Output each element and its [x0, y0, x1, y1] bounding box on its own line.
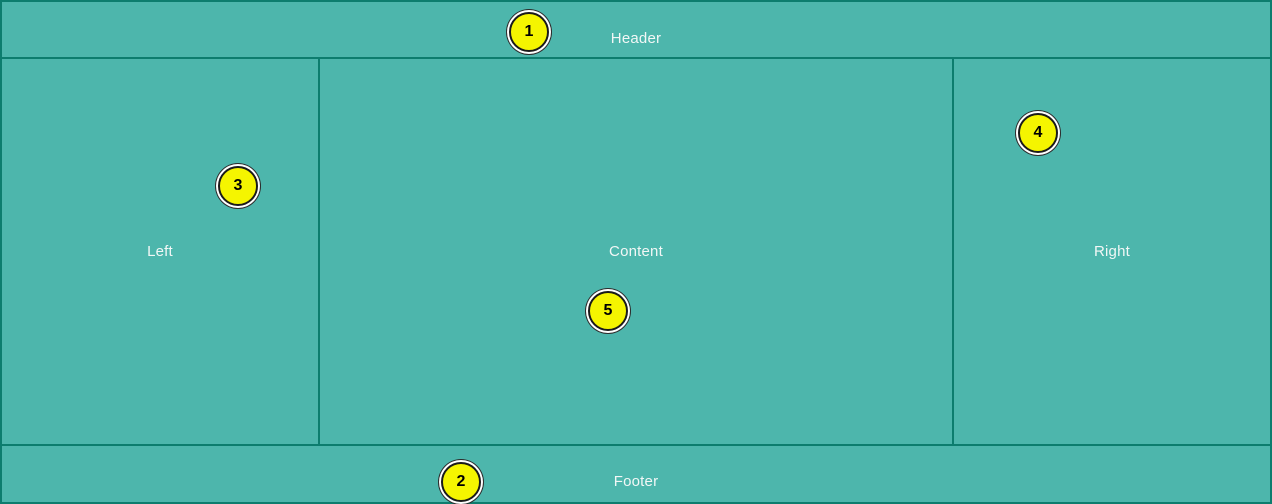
region-footer-label: Footer: [613, 472, 659, 490]
region-right-label: Right: [1093, 243, 1131, 260]
region-header[interactable]: Header: [0, 0, 1272, 59]
marker-badge-3[interactable]: 3: [218, 166, 258, 206]
region-content-label: Content: [609, 243, 663, 260]
region-content[interactable]: Content: [318, 57, 954, 446]
marker-badge-1[interactable]: 1: [509, 12, 549, 52]
marker-badge-2[interactable]: 2: [441, 462, 481, 502]
region-right[interactable]: Right: [952, 57, 1272, 446]
marker-badge-5[interactable]: 5: [588, 291, 628, 331]
region-header-label: Header: [610, 30, 662, 47]
region-left-label: Left: [147, 243, 173, 260]
marker-badge-4[interactable]: 4: [1018, 113, 1058, 153]
region-footer[interactable]: Footer: [0, 444, 1272, 504]
region-left[interactable]: Left: [0, 57, 320, 446]
